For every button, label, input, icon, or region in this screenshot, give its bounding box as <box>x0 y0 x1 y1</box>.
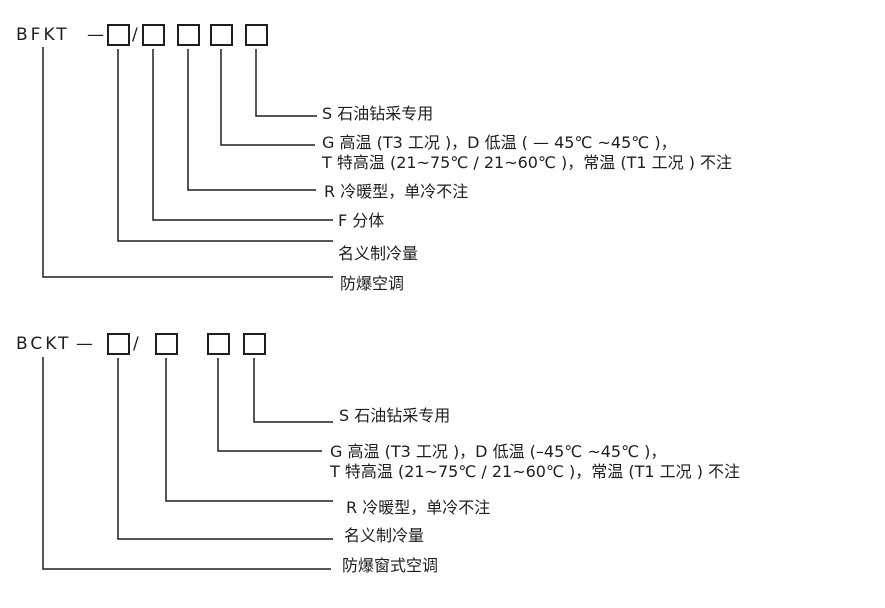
bckt-label-s: S 石油钻采专用 <box>339 406 451 425</box>
bfkt-label-g-line1: G 高温 (T3 工况 )，D 低温 ( — 45℃ ~45℃ )， <box>322 133 677 152</box>
bfkt-label-s: S 石油钻采专用 <box>322 104 434 123</box>
bckt-label-product: 防爆窗式空调 <box>342 556 439 575</box>
bckt-model-code: BCKT <box>16 334 72 354</box>
bfkt-connector-s <box>255 49 317 117</box>
bfkt-field-box-5 <box>245 24 268 46</box>
bckt-connector-capacity <box>117 358 333 540</box>
bckt-connector-g <box>217 358 322 452</box>
bfkt-field-box-2 <box>142 24 165 46</box>
bfkt-field-box-4 <box>210 24 233 46</box>
bckt-dash: — <box>76 334 93 354</box>
bfkt-label-product: 防爆空调 <box>340 274 405 293</box>
bfkt-connector-f <box>152 49 333 221</box>
bfkt-label-r: R 冷暖型，单冷不注 <box>324 182 469 201</box>
bckt-label-g-line1: G 高温 (T3 工况 )，D 低温 (–45℃ ~45℃ )， <box>330 442 667 461</box>
bfkt-field-box-3 <box>177 24 200 46</box>
bfkt-model-code: BFKT <box>16 25 70 45</box>
bfkt-label-g-line2: T 特高温 (21~75℃ / 21~60℃ )，常温 (T1 工况 ) 不注 <box>322 153 733 172</box>
bfkt-connector-capacity <box>117 49 333 242</box>
bckt-connector-r <box>165 358 333 502</box>
bfkt-slash: / <box>132 25 138 45</box>
bckt-field-box-2 <box>155 333 178 355</box>
bckt-field-box-1 <box>107 333 130 355</box>
bfkt-connector-product <box>42 47 333 278</box>
bfkt-label-f: F 分体 <box>338 211 385 230</box>
bfkt-field-box-1 <box>107 24 130 46</box>
bckt-label-capacity: 名义制冷量 <box>344 526 425 545</box>
bfkt-dash: — <box>87 25 104 45</box>
bckt-label-r: R 冷暖型，单冷不注 <box>346 498 491 517</box>
bfkt-label-g: G 高温 (T3 工况 )，D 低温 ( — 45℃ ~45℃ )， T 特高温… <box>322 133 732 173</box>
bfkt-label-capacity: 名义制冷量 <box>338 244 419 263</box>
bckt-label-g: G 高温 (T3 工况 )，D 低温 (–45℃ ~45℃ )， T 特高温 (… <box>330 442 740 482</box>
bckt-label-g-line2: T 特高温 (21~75℃ / 21~60℃ )，常温 (T1 工况 ) 不注 <box>330 462 741 481</box>
bckt-connector-product <box>42 357 331 570</box>
bckt-field-box-3 <box>207 333 230 355</box>
bckt-slash: / <box>133 334 139 354</box>
bckt-connector-s <box>253 358 333 423</box>
bckt-field-box-4 <box>243 333 266 355</box>
bfkt-connector-g <box>220 49 315 146</box>
bfkt-connector-r <box>187 49 316 191</box>
